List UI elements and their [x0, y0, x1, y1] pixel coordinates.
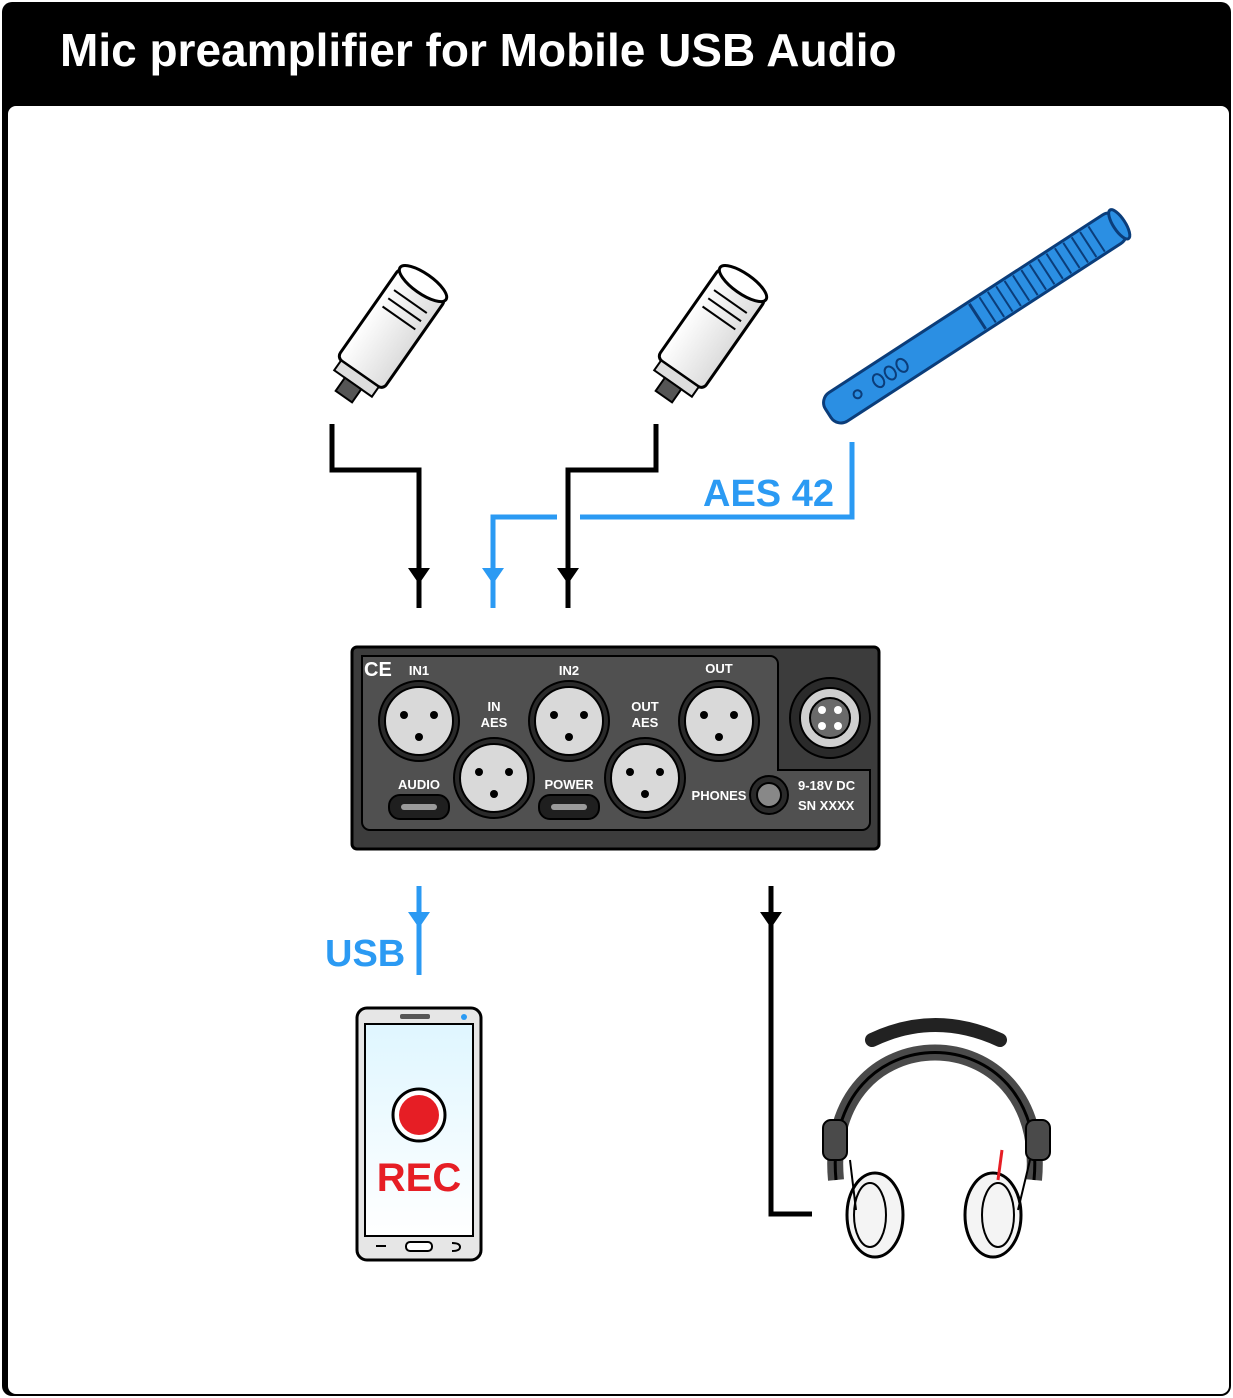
usb-power-port: [538, 794, 600, 820]
out-label: OUT: [705, 661, 733, 676]
page-title: Mic preamplifier for Mobile USB Audio: [60, 24, 897, 76]
phones-label: PHONES: [692, 788, 747, 803]
record-button-icon: [391, 1087, 447, 1143]
xlr-in2-connector: [528, 680, 610, 762]
serial-number-label: SN XXXX: [798, 798, 855, 813]
dc-voltage-label: 9-18V DC: [798, 778, 856, 793]
condenser-mic-2-icon: [652, 264, 769, 404]
in-aes-label-line1: IN: [488, 699, 501, 714]
usb-audio-port: [388, 794, 450, 820]
arrow-phones: [760, 912, 782, 928]
headphones-icon: [822, 1018, 1051, 1259]
usb-label: USB: [325, 933, 405, 975]
phones-jack: [749, 775, 789, 815]
dc-power-connector: [789, 677, 871, 759]
in-aes-label-line2: AES: [481, 715, 508, 730]
arrow-in1: [408, 568, 430, 584]
in1-label: IN1: [409, 663, 429, 678]
arrow-in2: [557, 568, 579, 584]
xlr-out-connector: [678, 680, 760, 762]
condenser-mic-1-icon: [332, 264, 449, 404]
cable-shotgun-to-in-aes: [490, 442, 855, 608]
arrow-in-aes: [482, 568, 504, 584]
out-aes-label-line2: AES: [632, 715, 659, 730]
rec-label: REC: [377, 1156, 461, 1200]
xlr-in-aes-connector: [453, 737, 535, 819]
power-label: POWER: [544, 777, 594, 792]
cable-phones-to-headphones: [768, 886, 812, 1217]
ce-mark: CE: [364, 659, 392, 681]
aes42-label: AES 42: [703, 473, 834, 515]
in2-label: IN2: [559, 663, 579, 678]
preamp-device: CE IN1 IN2 OUT IN AES: [350, 645, 881, 851]
cable-mic2-to-in2: [565, 424, 659, 608]
out-aes-label-line1: OUT: [631, 699, 659, 714]
cable-mic1-to-in1: [329, 424, 422, 608]
xlr-out-aes-connector: [604, 737, 686, 819]
shotgun-mic-icon: [822, 208, 1132, 425]
xlr-in1-connector: [378, 680, 460, 762]
arrow-usb: [408, 912, 430, 928]
audio-label: AUDIO: [398, 777, 440, 792]
